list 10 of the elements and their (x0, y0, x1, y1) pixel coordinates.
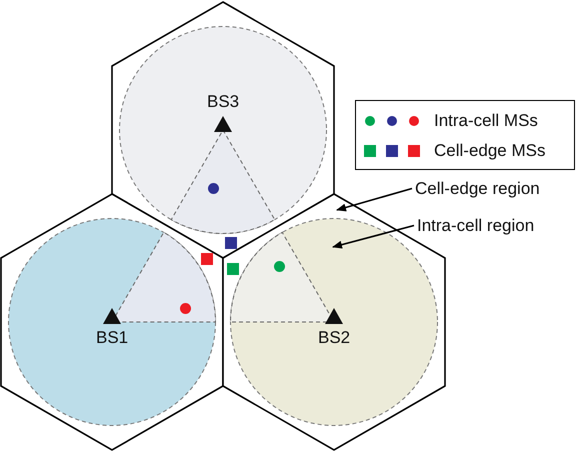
region-label: Intra-cell region (417, 217, 534, 234)
station-label: BS2 (318, 329, 350, 346)
station-label: BS3 (207, 93, 240, 110)
leader-arrow (336, 188, 412, 212)
station-label: BS1 (96, 329, 128, 346)
legend-text: Intra-cell MSs (434, 112, 538, 129)
hexagonal-cell (1, 194, 223, 450)
region-label: Cell-edge region (415, 180, 540, 197)
leader-arrow (332, 224, 414, 249)
legend-text: Cell-edge MSs (434, 142, 546, 159)
